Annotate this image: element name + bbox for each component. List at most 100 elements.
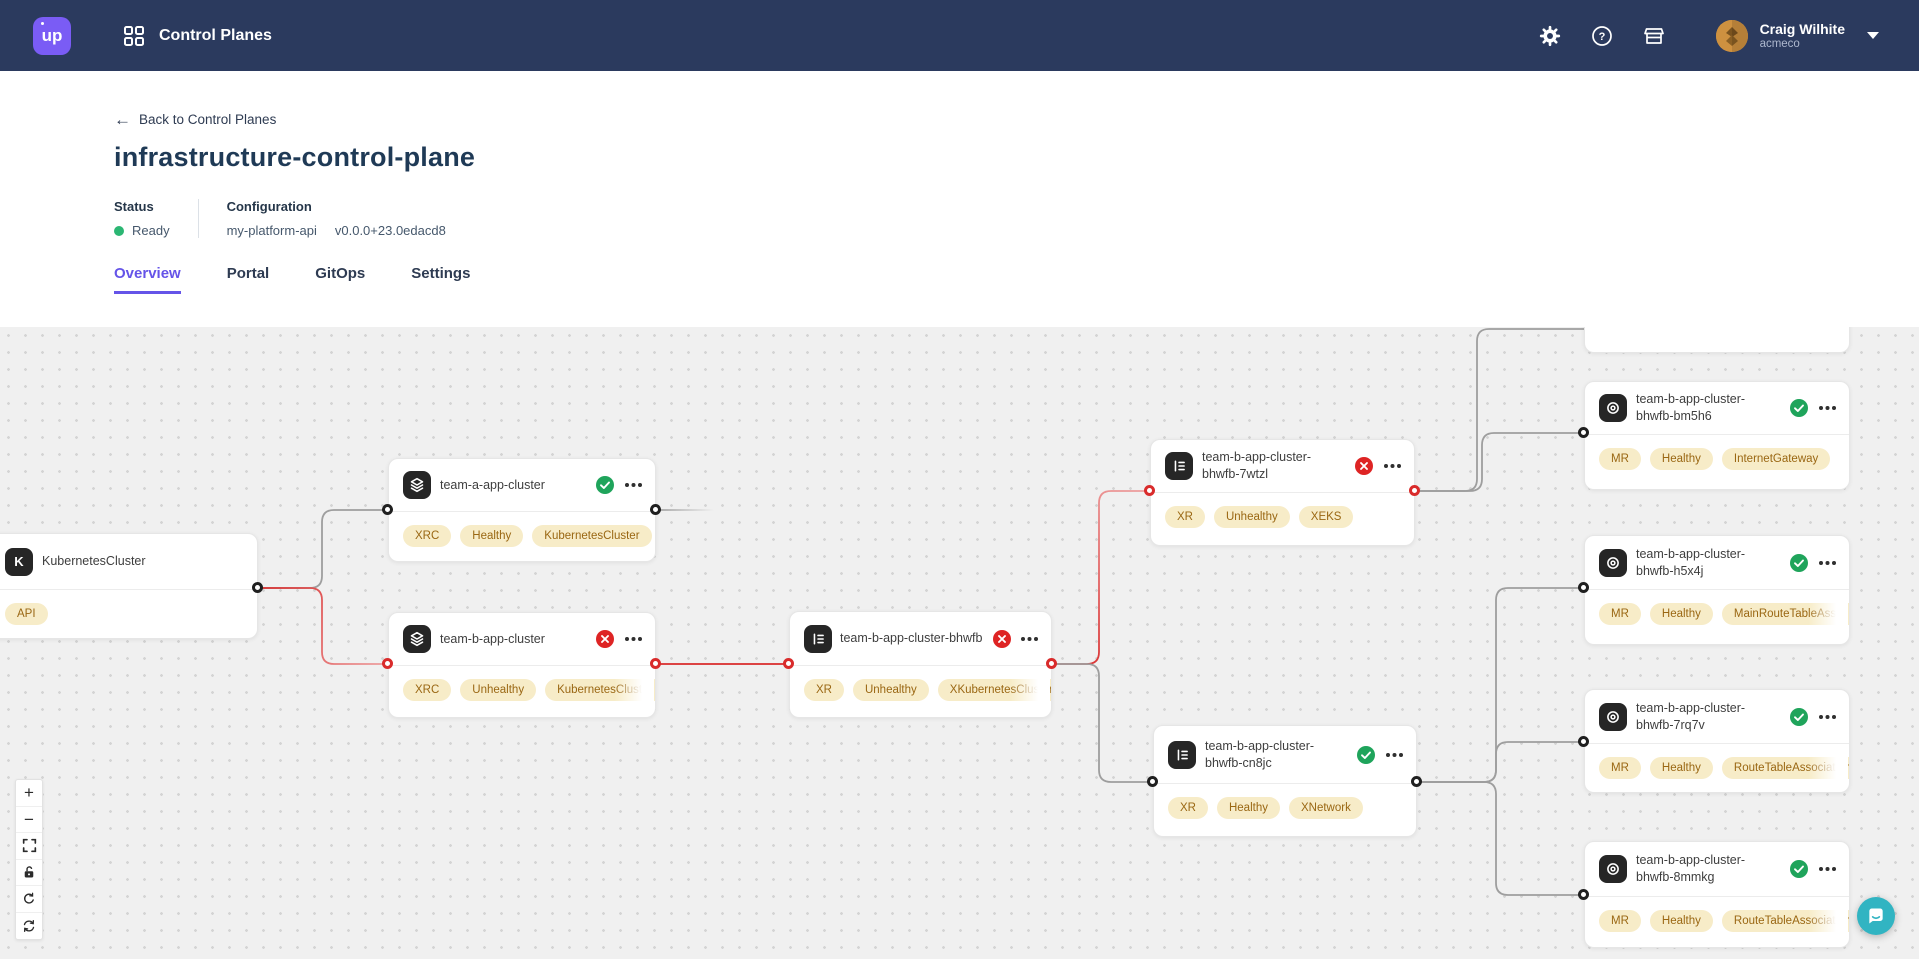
edge bbox=[1415, 328, 1584, 492]
connection-handle[interactable] bbox=[1144, 485, 1155, 496]
node-menu-button[interactable] bbox=[1817, 553, 1837, 573]
node-label: team-b-app-cluster-bhwfb-cn8jc bbox=[1205, 738, 1315, 770]
connection-handle[interactable] bbox=[1147, 776, 1158, 787]
node-label: team-b-app-cluster-bhwfb bbox=[840, 631, 983, 646]
connection-handle[interactable] bbox=[252, 582, 263, 593]
node-label: team-b-app-cluster-bhwfb-h5x4j bbox=[1636, 546, 1746, 578]
node-team-a-app-cluster[interactable]: team-a-app-cluster XRC Healthy Kubernete… bbox=[388, 458, 656, 562]
badge: Healthy bbox=[1216, 797, 1280, 819]
tab-gitops[interactable]: GitOps bbox=[315, 265, 366, 282]
status-healthy-icon bbox=[1357, 745, 1375, 764]
badge: XRC bbox=[403, 525, 452, 547]
node-team-b-app-cluster-bhwfb[interactable]: team-b-app-cluster-bhwfb XR Unhealthy XK… bbox=[789, 611, 1052, 718]
node-label: team-a-app-cluster bbox=[440, 477, 545, 492]
connection-handle[interactable] bbox=[382, 658, 393, 669]
canvas-controls: + − bbox=[15, 779, 43, 940]
page-title: infrastructure-control-plane bbox=[114, 142, 476, 172]
node-team-b-app-cluster-bhwfb-7wtzl[interactable]: team-b-app-cluster-bhwfb-7wtzl XR Unheal… bbox=[1150, 439, 1415, 546]
status-healthy-icon bbox=[596, 476, 614, 494]
back-link[interactable]: ← Back to Control Planes bbox=[114, 110, 277, 129]
managed-resource-icon bbox=[1599, 548, 1627, 577]
graph-canvas[interactable]: K KubernetesCluster API team-a-app-clust… bbox=[0, 327, 1919, 959]
status-error-icon bbox=[1355, 457, 1373, 475]
status-label: Status bbox=[114, 199, 154, 214]
tab-overview[interactable]: Overview bbox=[114, 265, 181, 294]
tab-settings[interactable]: Settings bbox=[411, 265, 471, 282]
badge: XR bbox=[1168, 797, 1208, 819]
badge: KubernetesCluster bbox=[545, 679, 655, 701]
badge: XNetwork bbox=[1288, 797, 1363, 819]
connection-handle[interactable] bbox=[650, 504, 661, 515]
svg-text:?: ? bbox=[1598, 31, 1605, 43]
connection-handle[interactable] bbox=[1578, 427, 1589, 438]
marketplace-icon[interactable] bbox=[1642, 24, 1666, 48]
lock-button[interactable] bbox=[16, 860, 42, 886]
node-menu-button[interactable] bbox=[1817, 707, 1837, 727]
configuration-name[interactable]: my-platform-api bbox=[226, 223, 317, 238]
tab-portal[interactable]: Portal bbox=[226, 265, 270, 282]
relayout-button[interactable] bbox=[16, 913, 42, 940]
upbound-logo[interactable]: up bbox=[33, 16, 71, 55]
user-menu[interactable]: Craig Wilhite acmeco bbox=[1715, 19, 1879, 52]
badge: XRC bbox=[403, 679, 452, 701]
chat-icon bbox=[1869, 908, 1883, 924]
status-error-icon bbox=[596, 630, 614, 648]
node-team-b-app-cluster-bhwfb-h5x4j[interactable]: team-b-app-cluster-bhwfb-h5x4j MR Health… bbox=[1584, 535, 1850, 645]
connection-handle[interactable] bbox=[382, 504, 393, 515]
connection-handle[interactable] bbox=[783, 658, 794, 669]
connection-handle[interactable] bbox=[650, 658, 661, 669]
badge: XKubernetesCluster bbox=[937, 679, 1051, 701]
node-menu-button[interactable] bbox=[1817, 398, 1837, 418]
back-arrow-icon: ← bbox=[114, 110, 131, 129]
chat-launcher-button[interactable] bbox=[1857, 897, 1895, 935]
node-menu-button[interactable] bbox=[623, 475, 643, 495]
badge: Healthy bbox=[1649, 910, 1713, 932]
node-menu-button[interactable] bbox=[1384, 745, 1404, 765]
node-team-b-app-cluster-bhwfb-cn8jc[interactable]: team-b-app-cluster-bhwfb-cn8jc XR Health… bbox=[1153, 725, 1417, 837]
zoom-out-button[interactable]: − bbox=[16, 807, 42, 833]
node-team-b-app-cluster-bhwfb-bm5h6[interactable]: team-b-app-cluster-bhwfb-bm5h6 MR Health… bbox=[1584, 381, 1850, 490]
zoom-in-button[interactable]: + bbox=[16, 780, 42, 807]
node-kubernetescluster[interactable]: K KubernetesCluster API bbox=[0, 533, 258, 639]
badge: API bbox=[5, 603, 48, 625]
grid-apps-icon[interactable] bbox=[123, 25, 145, 47]
badge: Healthy bbox=[1649, 448, 1713, 470]
node-menu-button[interactable] bbox=[1817, 859, 1837, 879]
help-icon[interactable]: ? bbox=[1590, 24, 1614, 48]
node-card-offscreen[interactable] bbox=[1584, 327, 1850, 353]
badge: MR bbox=[1599, 448, 1641, 470]
status-block: Status Ready bbox=[114, 199, 198, 238]
connection-handle[interactable] bbox=[1046, 658, 1057, 669]
user-name: Craig Wilhite bbox=[1759, 21, 1845, 38]
node-team-b-app-cluster-bhwfb-8mmkg[interactable]: team-b-app-cluster-bhwfb-8mmkg MR Health… bbox=[1584, 841, 1850, 948]
node-menu-button[interactable] bbox=[1019, 629, 1039, 649]
badge: Healthy bbox=[1649, 603, 1713, 625]
badge: Unhealthy bbox=[460, 679, 537, 701]
node-team-b-app-cluster[interactable]: team-b-app-cluster XRC Unhealthy Kuberne… bbox=[388, 612, 656, 718]
tab-bar: Overview Portal GitOps Settings bbox=[114, 265, 1919, 294]
configuration-block: Configuration my-platform-api v0.0.0+23.… bbox=[197, 199, 474, 238]
node-menu-button[interactable] bbox=[1382, 456, 1402, 476]
badge: XR bbox=[1165, 506, 1205, 528]
composite-resource-icon bbox=[1168, 740, 1196, 769]
composite-resource-icon bbox=[804, 624, 832, 653]
connection-handle[interactable] bbox=[1578, 889, 1589, 900]
connection-handle[interactable] bbox=[1409, 485, 1420, 496]
settings-gear-icon[interactable] bbox=[1538, 24, 1562, 48]
connection-handle[interactable] bbox=[1578, 736, 1589, 747]
connection-handle[interactable] bbox=[1578, 582, 1589, 593]
fit-view-button[interactable] bbox=[16, 833, 42, 860]
node-label: team-b-app-cluster-bhwfb-7rq7v bbox=[1636, 700, 1746, 732]
badge: MR bbox=[1599, 910, 1641, 932]
node-menu-button[interactable] bbox=[623, 629, 643, 649]
edge bbox=[258, 587, 388, 665]
badge: XEKS bbox=[1298, 506, 1354, 528]
badge: MR bbox=[1599, 757, 1641, 779]
rotate-button[interactable] bbox=[16, 886, 42, 913]
badge: RouteTableAssociation bbox=[1721, 910, 1849, 932]
badge: RouteTableAssociation bbox=[1721, 757, 1849, 779]
connection-handle[interactable] bbox=[1411, 776, 1422, 787]
edge bbox=[1417, 741, 1584, 783]
badge: KubernetesCluster bbox=[532, 525, 652, 547]
node-team-b-app-cluster-bhwfb-7rq7v[interactable]: team-b-app-cluster-bhwfb-7rq7v MR Health… bbox=[1584, 689, 1850, 793]
